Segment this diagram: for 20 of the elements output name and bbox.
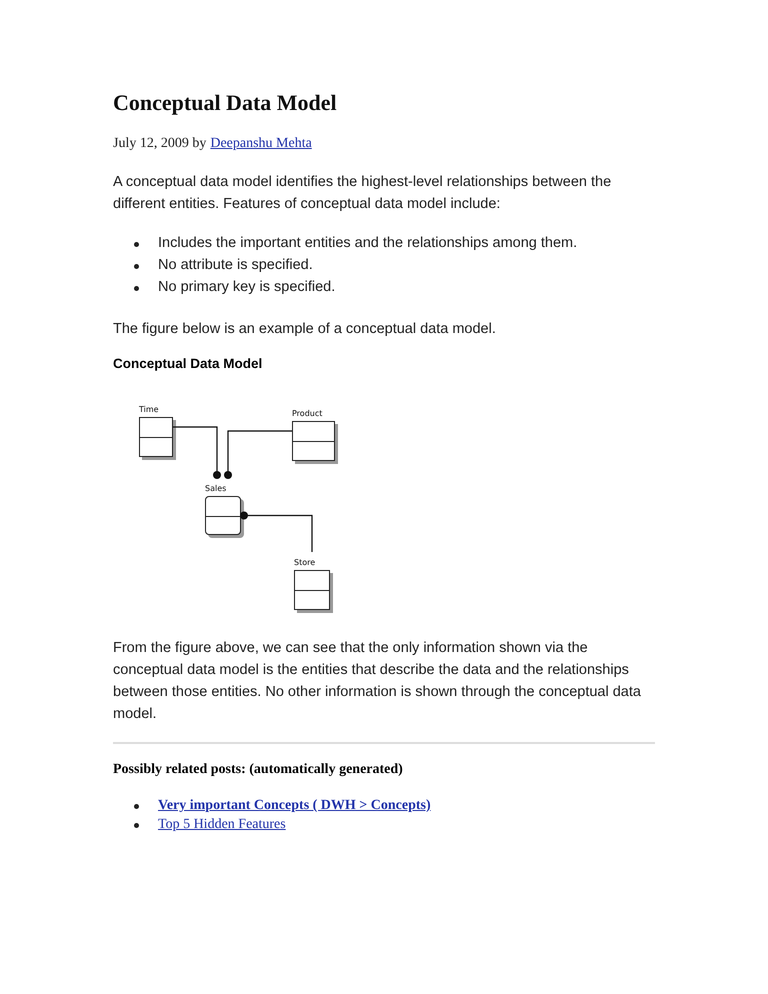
entity-name: Store bbox=[294, 558, 316, 567]
post-link: Top 5 Hidden Features bbox=[158, 817, 286, 833]
paragraph-text: A conceptual data model identifies the highest-level relationships between the different entities. Features of conceptual data model include: bbox=[113, 173, 612, 214]
bullet-text: No primary key is specified. bbox=[158, 279, 336, 295]
figure-heading: Conceptual Data Model bbox=[113, 356, 262, 371]
relationship-line bbox=[224, 430, 292, 479]
relationship-line bbox=[173, 426, 221, 479]
author-link: Deepanshu Mehta bbox=[210, 136, 312, 151]
relationship-line bbox=[240, 512, 313, 552]
entity-name: Time bbox=[139, 405, 159, 414]
entity-name: Sales bbox=[205, 484, 226, 493]
paragraph-text: The figure below is an example of a conceptual data model. bbox=[113, 320, 497, 339]
byline-text: July 12, 2009 by bbox=[113, 136, 206, 151]
bullet-text: Includes the important entities and the relationships among them. bbox=[158, 235, 578, 251]
page-title: Conceptual Data Model bbox=[113, 90, 337, 116]
section-heading: Possibly related posts: (automatically generated) bbox=[113, 762, 403, 778]
entity-name: Product bbox=[292, 409, 322, 418]
bullet-text: No attribute is specified. bbox=[158, 257, 314, 273]
paragraph-text: From the figure above, we can see that the only information shown via the conceptual data model is the entities that describe the data and the relationships between those entities. No other information is shown through the conceptual data model. bbox=[113, 639, 642, 724]
post-link: Very important Concepts ( DWH > Concepts) bbox=[158, 798, 431, 814]
